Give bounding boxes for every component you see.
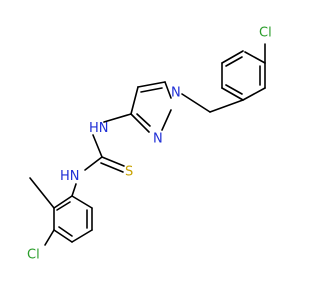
bond-ring-b-cl (44, 229, 55, 246)
bond-ring-a-1 (244, 51, 266, 64)
bond-ring-b-1b (56, 201, 71, 211)
bonds (29, 43, 266, 246)
bond-ring-b-4 (71, 229, 93, 243)
bond-pyr-3 (130, 86, 139, 115)
bond-pyr-4 (130, 113, 150, 133)
bond-c-s-1 (101, 156, 125, 167)
atom-cl-bottom: Cl (27, 248, 40, 263)
bond-ring-a-6 (221, 50, 244, 64)
atom-cl-top: Cl (259, 26, 272, 41)
bond-ring-b-6 (71, 195, 93, 209)
bond-c-nh2 (84, 156, 103, 171)
bond-pyr-1 (164, 81, 172, 99)
bond-ring-a-4b (225, 84, 243, 95)
molecule-diagram: Cl N N HN S HN Cl (27, 26, 272, 263)
atom-n-pyrazole-1: N (171, 86, 181, 101)
atom-s-thione: S (125, 165, 133, 180)
bond-pyr-2b (140, 87, 163, 93)
bond-nh2-ar (71, 183, 77, 197)
bond-ring-b-3b (58, 226, 73, 237)
atom-labels: Cl N N HN S HN Cl (27, 26, 272, 263)
bond-ring-a-4 (221, 87, 244, 101)
bond-ring-b-3 (53, 229, 73, 243)
bond-pyr-5 (161, 109, 172, 131)
bond-ch2-n1 (181, 93, 211, 113)
atom-n-pyrazole-2: N (153, 132, 163, 147)
bond-nh-c (92, 134, 103, 158)
bond-pyr-4b (136, 113, 151, 127)
atom-nh-upper: HN (89, 121, 109, 136)
bond-ring-a-3 (242, 87, 266, 101)
bond-ring-b-methyl (29, 177, 55, 209)
structure-canvas: Cl N N HN S HN Cl (27, 25, 272, 263)
bond-ring-a-6b (225, 56, 243, 67)
bond-c3-nh (103, 113, 132, 123)
bond-benzyl-ch2 (209, 99, 244, 113)
bond-ring-b-1 (53, 195, 73, 209)
bond-c-s-2 (100, 162, 124, 173)
atom-nh-lower: HN (60, 169, 80, 184)
bond-pyr-2 (137, 81, 166, 88)
